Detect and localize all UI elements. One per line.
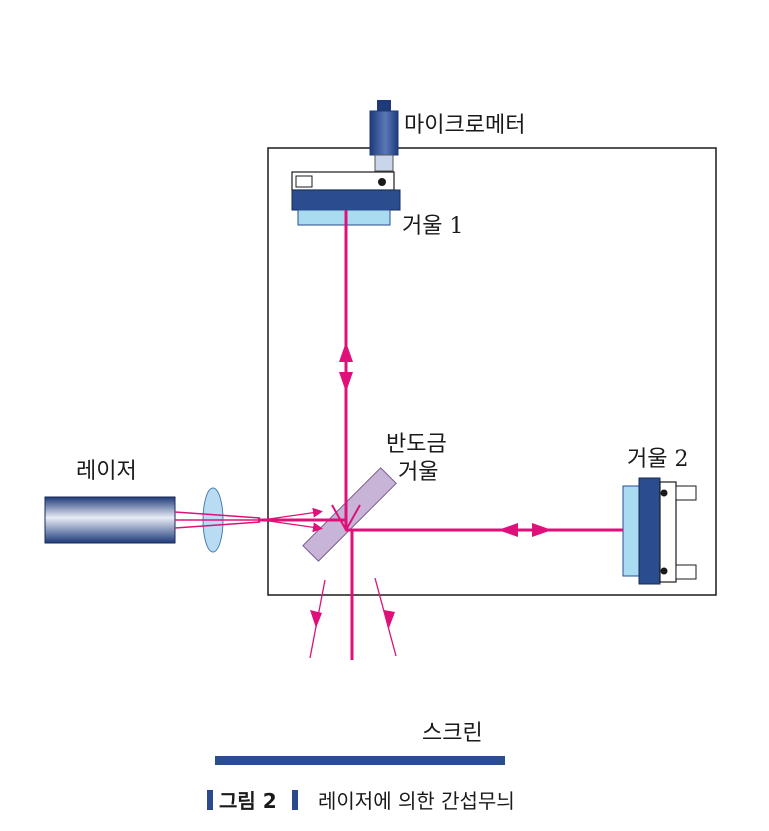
apparatus-frame	[267, 147, 717, 596]
beamsplitter-label-line1: 반도금	[386, 432, 447, 457]
caption-bar-right	[292, 790, 298, 810]
laser	[44, 496, 176, 544]
laser-label: 레이저	[76, 459, 137, 484]
screen-label: 스크린	[422, 721, 483, 746]
mirror1-label: 거울 1	[402, 214, 463, 239]
caption-bar-left	[207, 790, 213, 810]
beamsplitter-label-line2: 거울	[398, 460, 438, 485]
mirror2-label: 거울 2	[627, 447, 688, 472]
micrometer-label: 마이크로메터	[404, 113, 525, 138]
screen	[215, 756, 505, 765]
beam-arrows	[310, 342, 552, 628]
laser-beams	[174, 210, 623, 660]
beamsplitter	[302, 467, 397, 562]
caption-figure: 그림 2	[219, 789, 277, 813]
mirror2	[622, 477, 697, 585]
caption-title: 레이저에 의한 간섭무늬	[318, 789, 515, 813]
micrometer	[369, 100, 399, 172]
mirror1	[291, 171, 401, 226]
